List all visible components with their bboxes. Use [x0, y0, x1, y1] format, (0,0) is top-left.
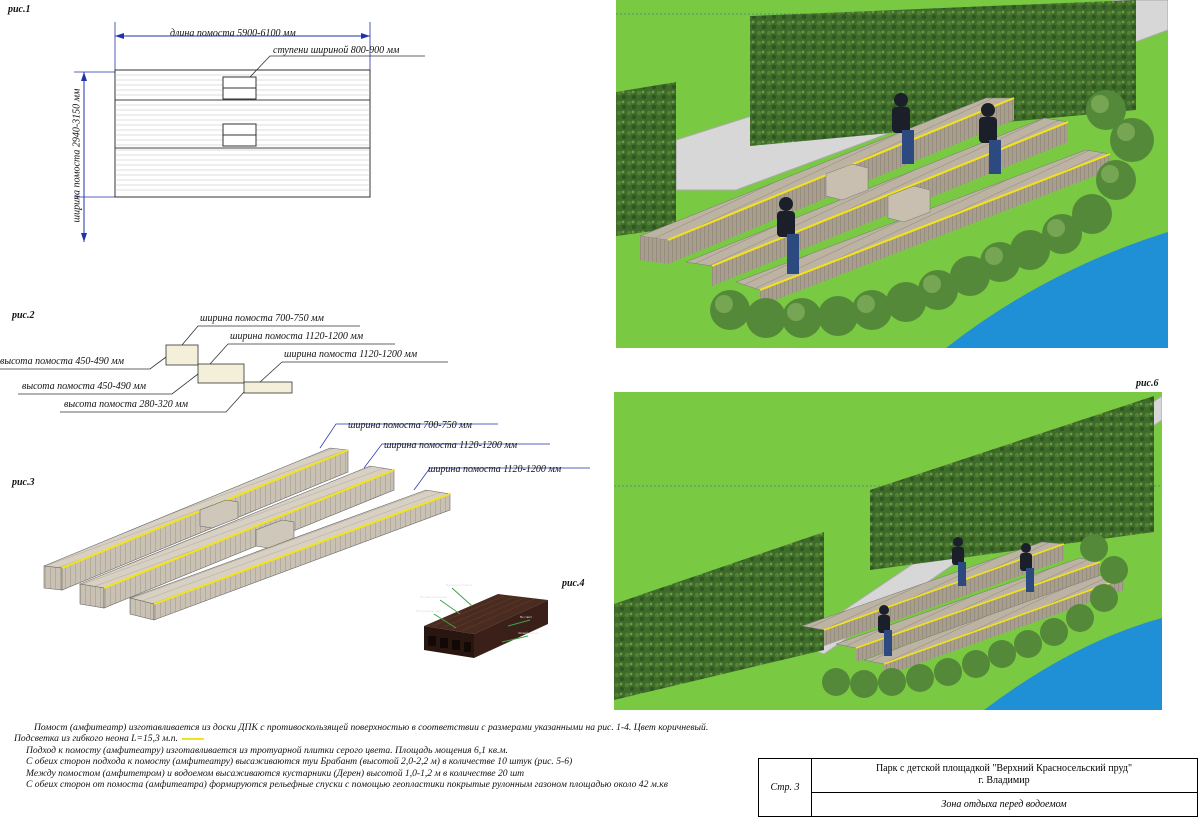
fig3-isometric-drawing	[43, 423, 590, 621]
note-decking: Помост (амфитеатр) изготавливается из до…	[14, 722, 709, 745]
note-lawn: С обеих сторон от помоста (амфитеатра) ф…	[26, 779, 668, 791]
fig3-width3-label: ширина помоста 1120-1200 мм	[428, 464, 562, 475]
neon-swatch	[182, 738, 205, 741]
fig5-render	[616, 0, 1168, 348]
fig3-width1-label: ширина помоста 700-750 мм	[348, 420, 472, 431]
project-line1: Парк с детской площадкой "Верхний Красно…	[875, 763, 1133, 774]
notes-block: Помост (амфитеатр) изготавливается из до…	[14, 722, 734, 790]
svg-text:Лёгкий монтаж: Лёгкий монтаж	[518, 631, 540, 635]
fig3-width2-label: ширина помоста 1120-1200 мм	[384, 440, 518, 451]
fig4-wpc-board: Высокая плотность Противоскользящая Нату…	[416, 583, 548, 658]
fig2-height3-label: высота помоста 280-320 мм	[64, 399, 189, 410]
fig6-caption: рис.6	[1136, 378, 1159, 389]
fig2-width3-label: ширина помоста 1120-1200 мм	[284, 349, 418, 360]
fig2-height2-label: высота помоста 450-490 мм	[22, 381, 147, 392]
fig3-caption: рис.3	[12, 477, 35, 488]
fig6-render	[614, 392, 1162, 710]
project-line2: г. Владимир	[978, 775, 1030, 786]
fig1-steps-label: ступени шириной 800-900 мм	[273, 45, 400, 56]
fig4-caption: рис.4	[562, 578, 585, 589]
note-shrubs: Между помостом (амфитетром) и водоемом в…	[26, 767, 525, 779]
fig2-width2-label: ширина помоста 1120-1200 мм	[230, 331, 364, 342]
fig2-section-drawing	[0, 325, 448, 413]
fig2-caption: рис.2	[12, 310, 35, 321]
fig1-width-label: ширина помоста 2940-3150 мм	[71, 88, 83, 223]
fig2-width1-label: ширина помоста 700-750 мм	[200, 313, 324, 324]
note-thuja: С обеих сторон подхода к помосту (амфите…	[26, 756, 573, 768]
fig1-caption: рис.1	[8, 4, 31, 15]
project-name: Парк с детской площадкой "Верхний Красно…	[811, 759, 1197, 793]
svg-text:Высокая плотность: Высокая плотность	[446, 583, 473, 587]
page-number: Стр. 3	[759, 759, 812, 816]
sheet-title: Зона отдыха перед водоемом	[941, 799, 1067, 810]
svg-text:Противоскользящая: Противоскользящая	[420, 595, 448, 599]
title-block: Стр. 3 Парк с детской площадкой "Верхний…	[758, 758, 1198, 817]
note-paving: Подход к помосту (амфитеатру) изготавлив…	[26, 744, 508, 756]
svg-text:Натуральный цвет: Натуральный цвет	[416, 609, 442, 613]
svg-text:Не гниёт: Не гниёт	[520, 615, 533, 619]
fig1-plan-drawing	[74, 22, 425, 242]
fig1-length-label: длина помоста 5900-6100 мм	[170, 28, 296, 39]
fig2-height1-label: высота помоста 450-490 мм	[0, 356, 125, 367]
